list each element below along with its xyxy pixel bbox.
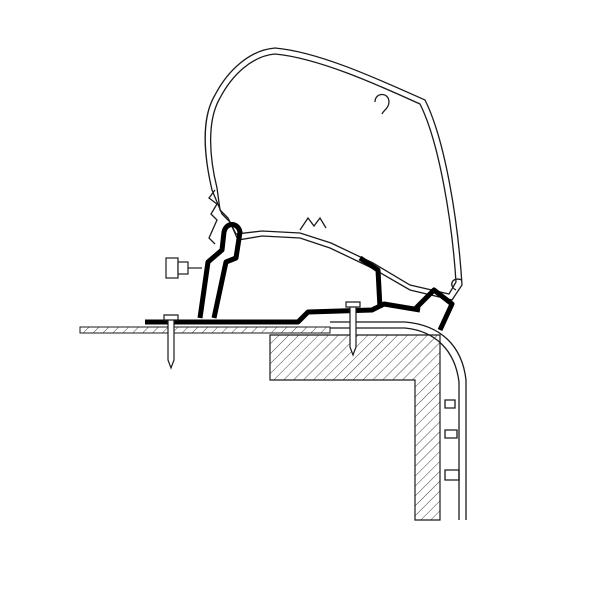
corner-trim [330, 321, 467, 520]
wall-block [269, 334, 441, 521]
mounting-bolt [165, 257, 202, 279]
mounting-screws [163, 301, 361, 370]
roof-panel [79, 326, 331, 334]
adapter-rail [145, 222, 455, 332]
awning-housing [204, 47, 463, 301]
